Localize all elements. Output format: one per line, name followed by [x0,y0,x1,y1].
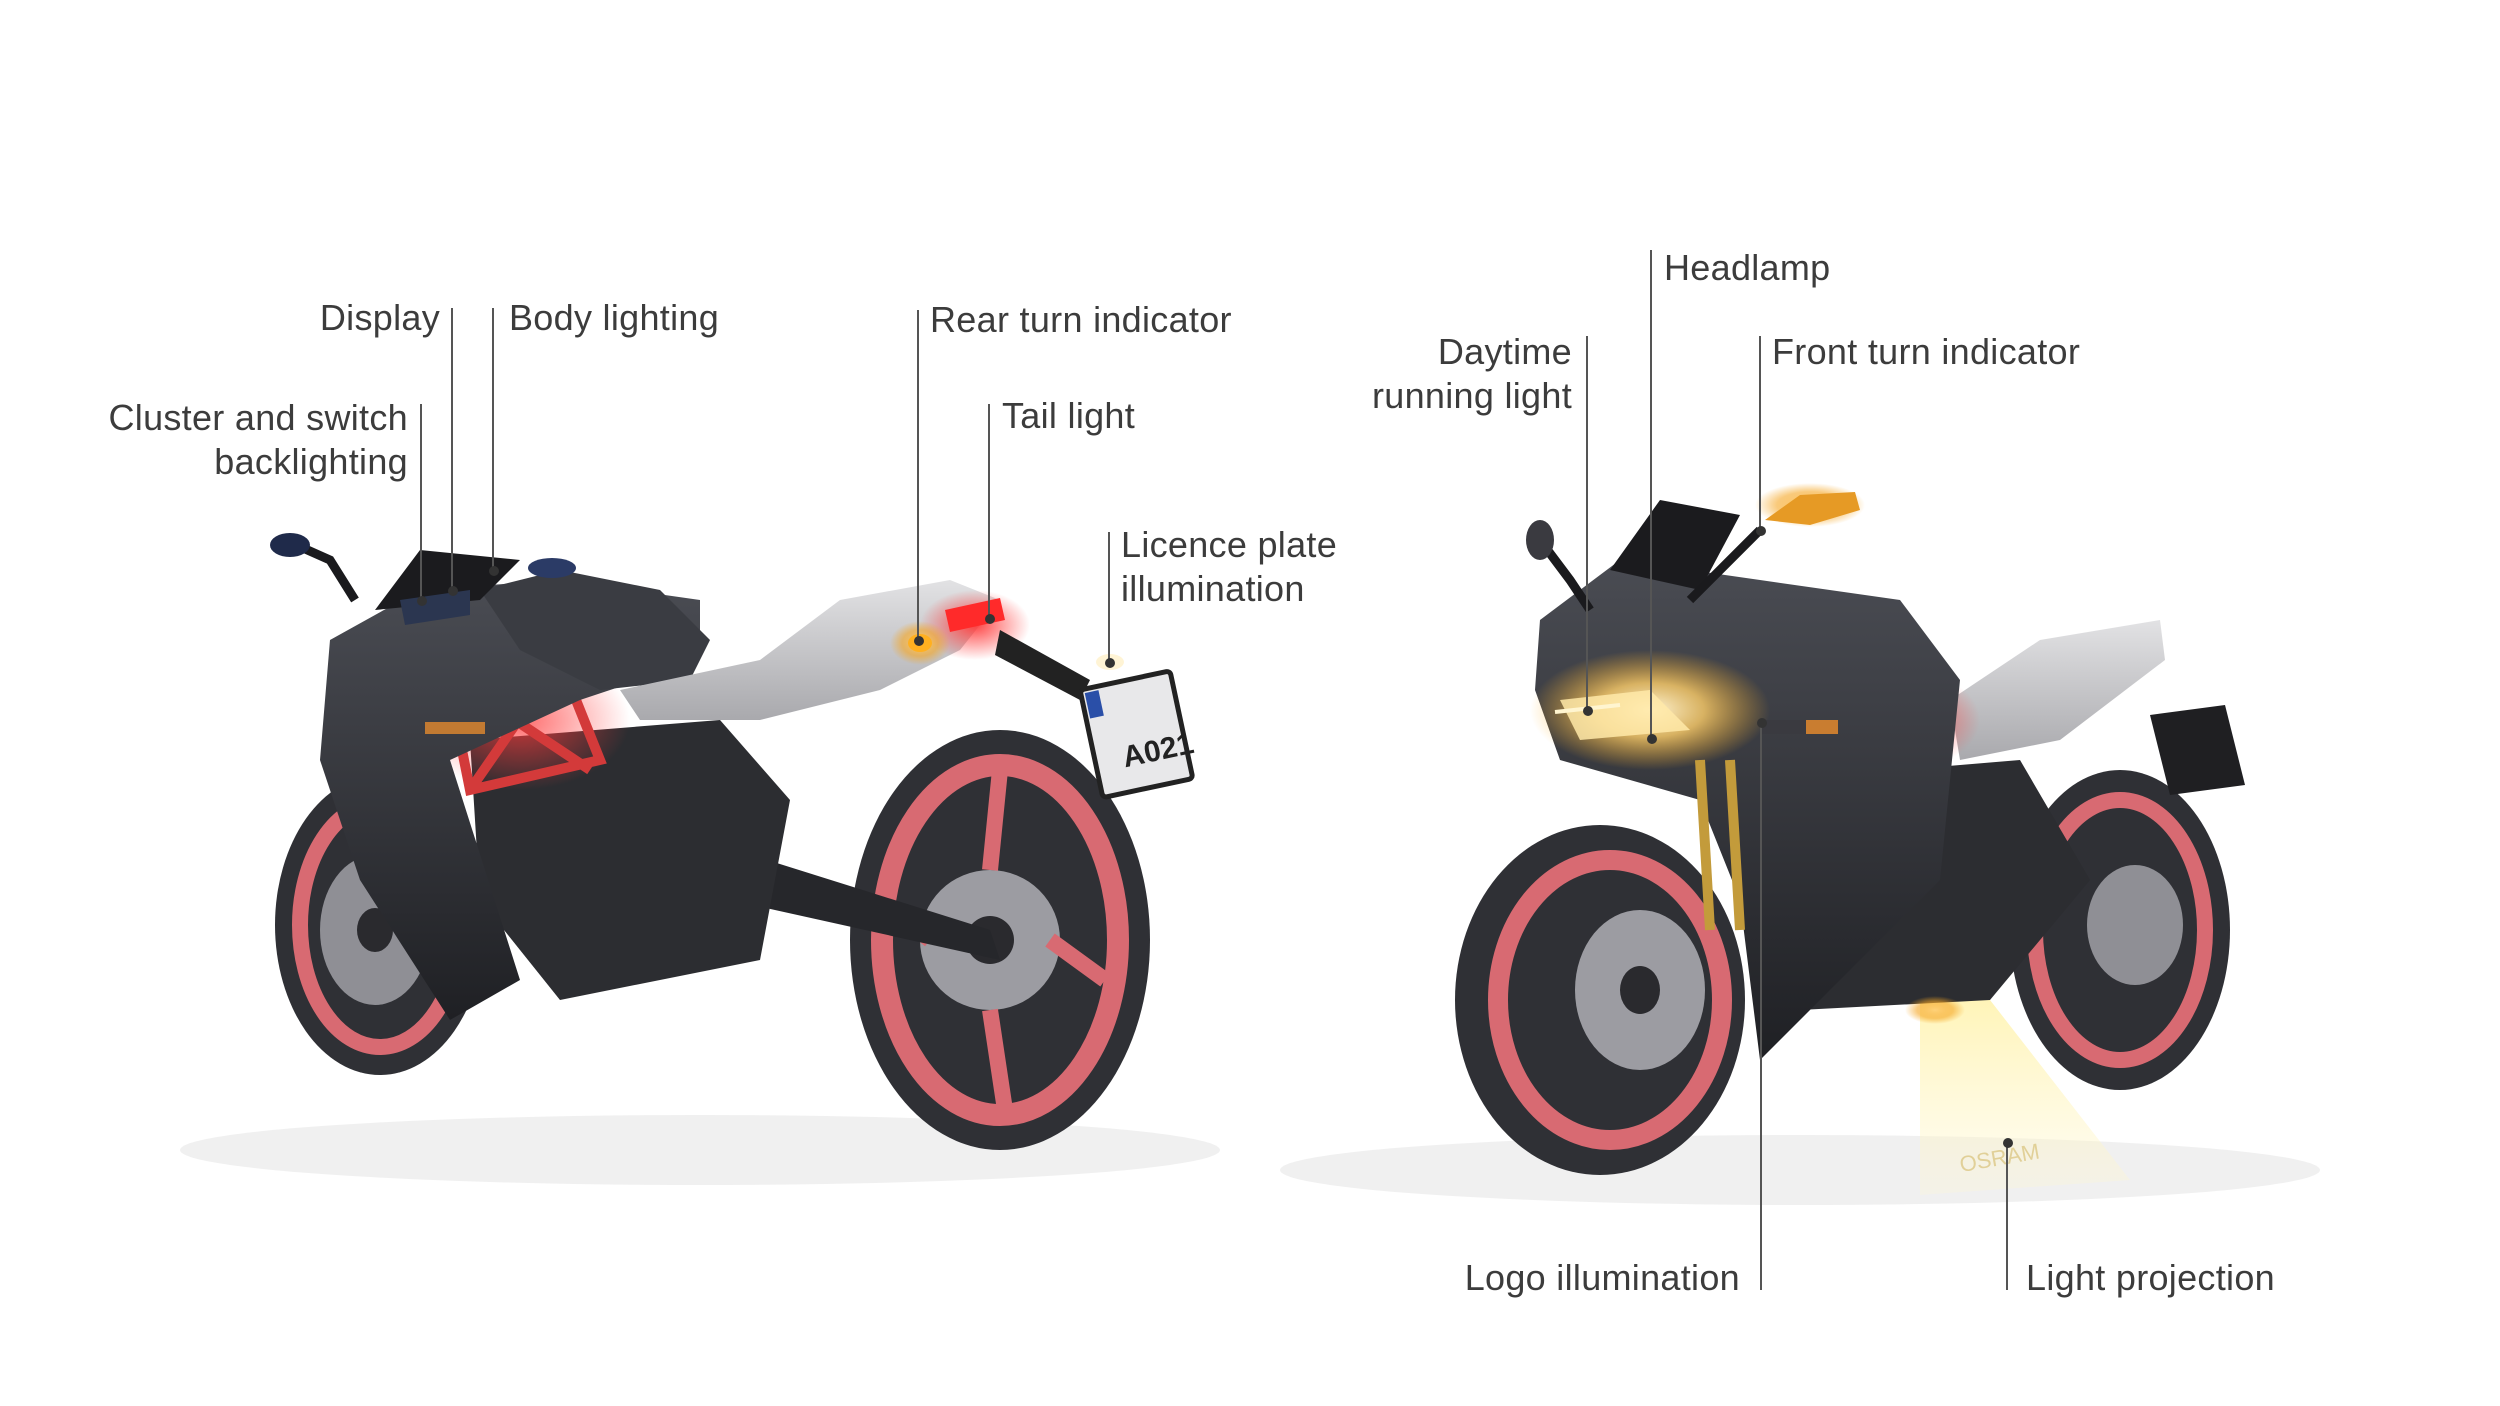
label-display: Display [319,297,440,338]
rear-wheel [850,730,1150,1150]
label-light-projection: Light projection [2026,1257,2275,1298]
leader-light-projection [2006,1142,2008,1290]
licence-plate: A021 [1078,669,1197,800]
headlamp-unit [1560,690,1690,740]
label-cluster-2: backlighting [214,441,408,482]
windscreen-right [1610,500,1740,590]
leader-dot-rear-turn [914,636,924,646]
leader-headlamp [1650,250,1652,738]
label-tail-light: Tail light [1002,395,1136,436]
leader-display [451,308,453,590]
leader-cluster [420,404,422,600]
leader-dot-front-turn [1756,526,1766,536]
leader-dot-display [448,586,458,596]
front-fork [1695,759,1745,931]
leader-dot-logo-illumination [1757,718,1767,728]
label-body-lighting: Body lighting [509,297,720,338]
tail-light [945,598,1005,632]
label-drl-1: Daytime [1437,331,1572,372]
label-rear-turn: Rear turn indicator [930,299,1232,340]
engine [470,720,790,1000]
plate-holder [995,630,1090,700]
mirror-right-left [1526,520,1554,560]
label-licence-1: Licence plate [1121,524,1338,565]
leader-front-turn [1759,336,1761,530]
leader-licence [1108,532,1110,662]
label-front-turn: Front turn indicator [1772,331,2081,372]
leader-rear-turn [917,310,919,640]
front-turn-indicator [1765,492,1860,525]
plate-right [2150,705,2245,795]
leader-dot-drl [1583,706,1593,716]
label-drl-2: running light [1371,375,1572,416]
leader-logo-illumination [1760,722,1762,1290]
leader-dot-tail-light [985,614,995,624]
leader-dot-body-lighting [489,566,499,576]
label-headlamp: Headlamp [1664,247,1831,288]
ground-shadow-right [1280,1135,2320,1205]
leader-dot-cluster [417,596,427,606]
side-badge [425,722,485,734]
label-licence-2: illumination [1121,568,1305,609]
leader-body-lighting [492,308,494,570]
leader-drl [1586,336,1588,710]
label-cluster-1: Cluster and switch [108,397,408,438]
front-wheel-right [1455,825,1745,1175]
leader-dot-headlamp [1647,734,1657,744]
leader-tail-light [988,404,990,618]
seat-tail [620,580,1000,720]
fuel-tank [480,570,710,690]
fairing [320,580,700,1020]
leader-dot-licence [1105,658,1115,668]
leader-dot-light-projection [2003,1138,2013,1148]
windscreen [375,550,520,610]
seat-right [1950,620,2165,760]
label-logo-illumination: Logo illumination [1464,1257,1740,1298]
light-projection-beam [1920,1000,2130,1195]
